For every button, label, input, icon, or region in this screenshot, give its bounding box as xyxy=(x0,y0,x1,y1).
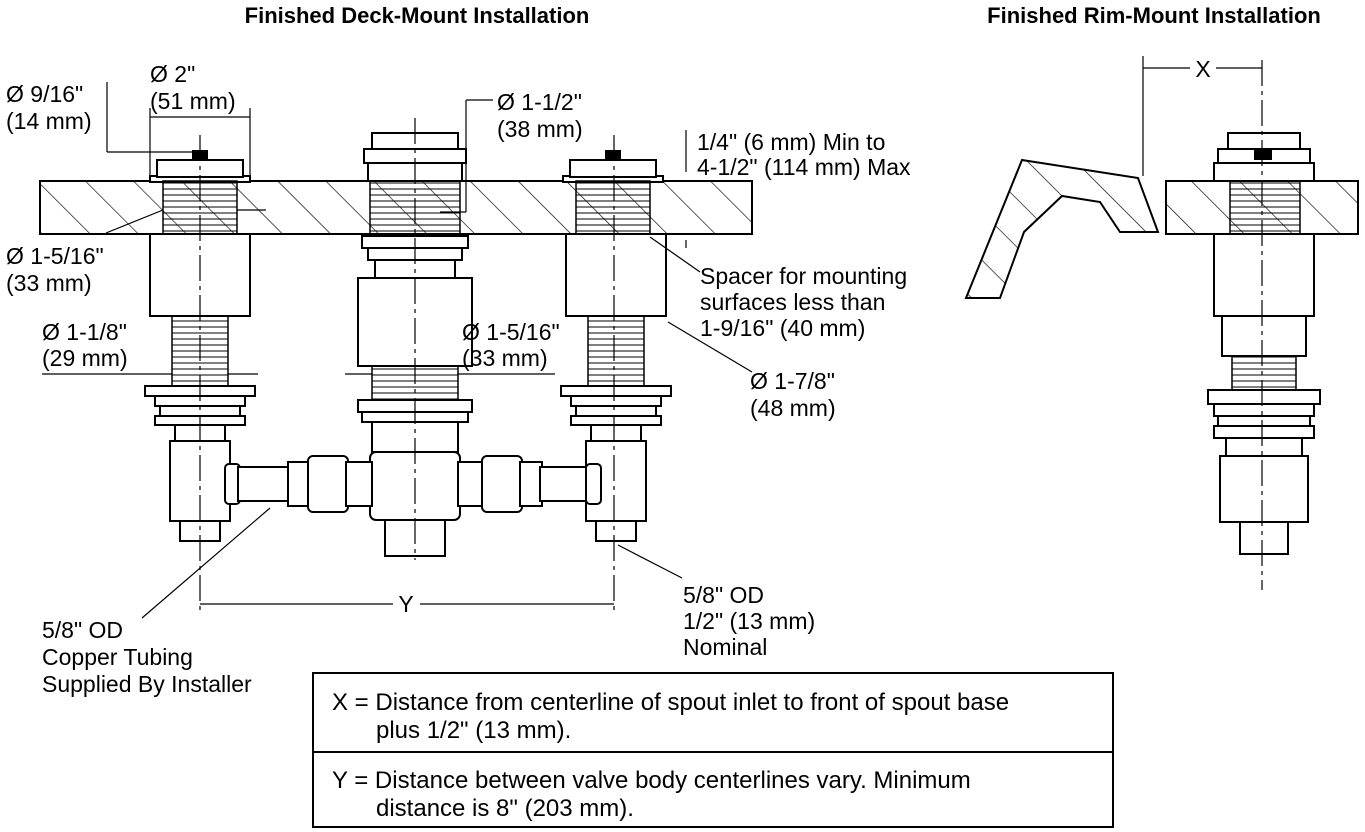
note-y: Y = Distance between valve body centerli… xyxy=(332,767,977,822)
rim-mount-title: Finished Rim-Mount Installation xyxy=(987,3,1321,28)
od-nominal-label: 5/8" OD 1/2" (13 mm) Nominal xyxy=(683,582,822,660)
y-dimension-label: Y xyxy=(398,591,413,617)
rim-mount-drawing: X xyxy=(964,56,1359,590)
tub-rim xyxy=(964,158,1160,299)
dim-9-16-label: Ø 9/16" (14 mm) xyxy=(6,81,92,134)
dim-2-label: Ø 2" (51 mm) xyxy=(150,61,236,114)
notes-table: X = Distance from centerline of spout in… xyxy=(312,672,1114,828)
dim-1-1-8-label: Ø 1-1/8" (29 mm) xyxy=(42,319,133,371)
dim-1-7-8-label: Ø 1-7/8" (48 mm) xyxy=(750,368,841,421)
note-x: X = Distance from centerline of spout in… xyxy=(332,689,1016,744)
dimension-lines xyxy=(42,82,753,619)
dim-1-1-2-label: Ø 1-1/2" (38 mm) xyxy=(497,89,588,142)
deck-mount-drawing: Ø 9/16" (14 mm) Ø 2" (51 mm) Ø 1-1/2" (3… xyxy=(6,61,914,697)
deck-mount-title: Finished Deck-Mount Installation xyxy=(245,3,590,28)
copper-tubing-assembly xyxy=(224,455,602,513)
x-dimension-label: X xyxy=(1195,56,1210,82)
spacer-label: Spacer for mounting surfaces less than 1… xyxy=(700,263,914,341)
right-valve xyxy=(560,150,672,542)
deck-thickness-label: 1/4" (6 mm) Min to 4-1/2" (114 mm) Max xyxy=(697,129,911,180)
right-spacer xyxy=(565,233,667,317)
dim-1-5-16-center-label: Ø 1-5/16" (33 mm) xyxy=(462,319,566,371)
dim-1-5-16-left-label: Ø 1-5/16" (33 mm) xyxy=(6,243,110,296)
rim-spacer xyxy=(1213,233,1315,317)
copper-tubing-label: 5/8" OD Copper Tubing Supplied By Instal… xyxy=(42,617,252,697)
